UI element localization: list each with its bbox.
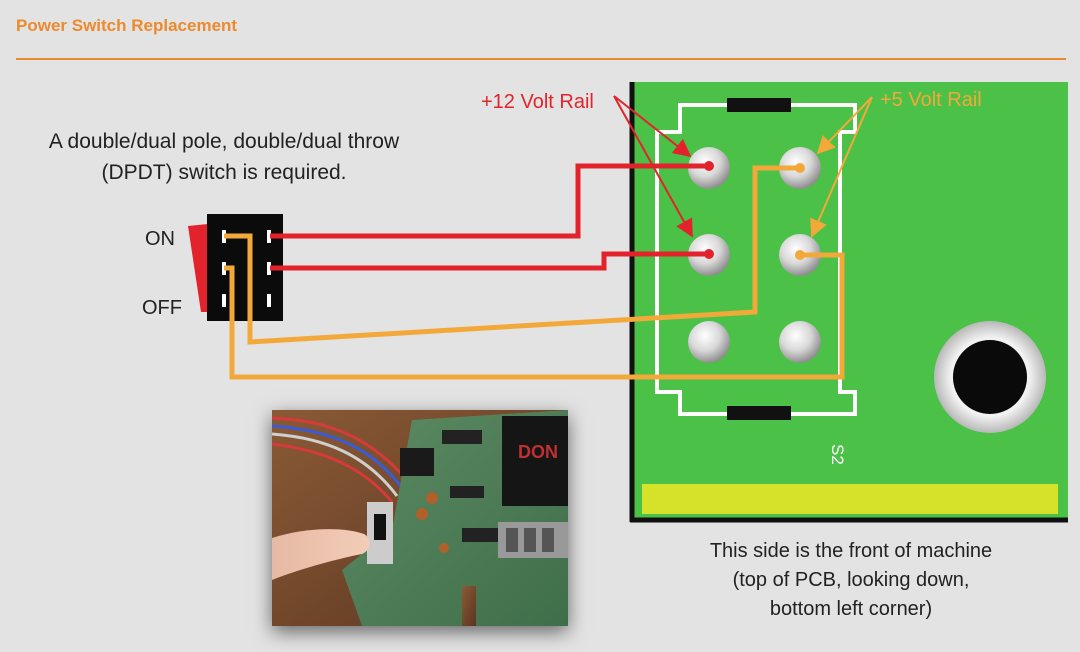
- rail-5v-label: +5 Volt Rail: [880, 89, 982, 111]
- requirement-note-line1: A double/dual pole, double/dual throw: [49, 130, 400, 153]
- switch-rocker: [188, 224, 208, 312]
- rail-12v-label: +12 Volt Rail: [481, 91, 594, 113]
- connector-key-bottom: [727, 406, 791, 420]
- pad-unused-right: [779, 321, 821, 363]
- front-note-line2: (top of PCB, looking down,: [733, 569, 970, 591]
- photo-illustration: DON: [272, 410, 568, 626]
- installation-photo: DON: [272, 410, 568, 626]
- section-title: Power Switch Replacement: [16, 16, 238, 35]
- connector-key-top: [727, 98, 791, 112]
- title-divider: [16, 58, 1066, 60]
- rail-5v-arrows: [810, 96, 873, 238]
- pad-unused-left: [688, 321, 730, 363]
- pcb-edge-connector: [642, 484, 1058, 514]
- requirement-note-line2: (DPDT) switch is required.: [101, 161, 346, 184]
- wires-5v: [224, 165, 845, 380]
- front-note-line3: bottom left corner): [770, 598, 932, 620]
- wires-12v: [270, 163, 709, 271]
- connector-outline: [655, 103, 857, 416]
- switch-off-label: OFF: [142, 297, 182, 319]
- silkscreen-label: S2: [828, 444, 847, 465]
- dpdt-switch: [188, 214, 283, 321]
- front-note-line1: This side is the front of machine: [710, 540, 992, 562]
- photo-brand-text: DON: [518, 442, 558, 462]
- rail-12v-arrows: [613, 95, 693, 238]
- switch-on-label: ON: [145, 228, 175, 250]
- mounting-hole: [953, 340, 1027, 414]
